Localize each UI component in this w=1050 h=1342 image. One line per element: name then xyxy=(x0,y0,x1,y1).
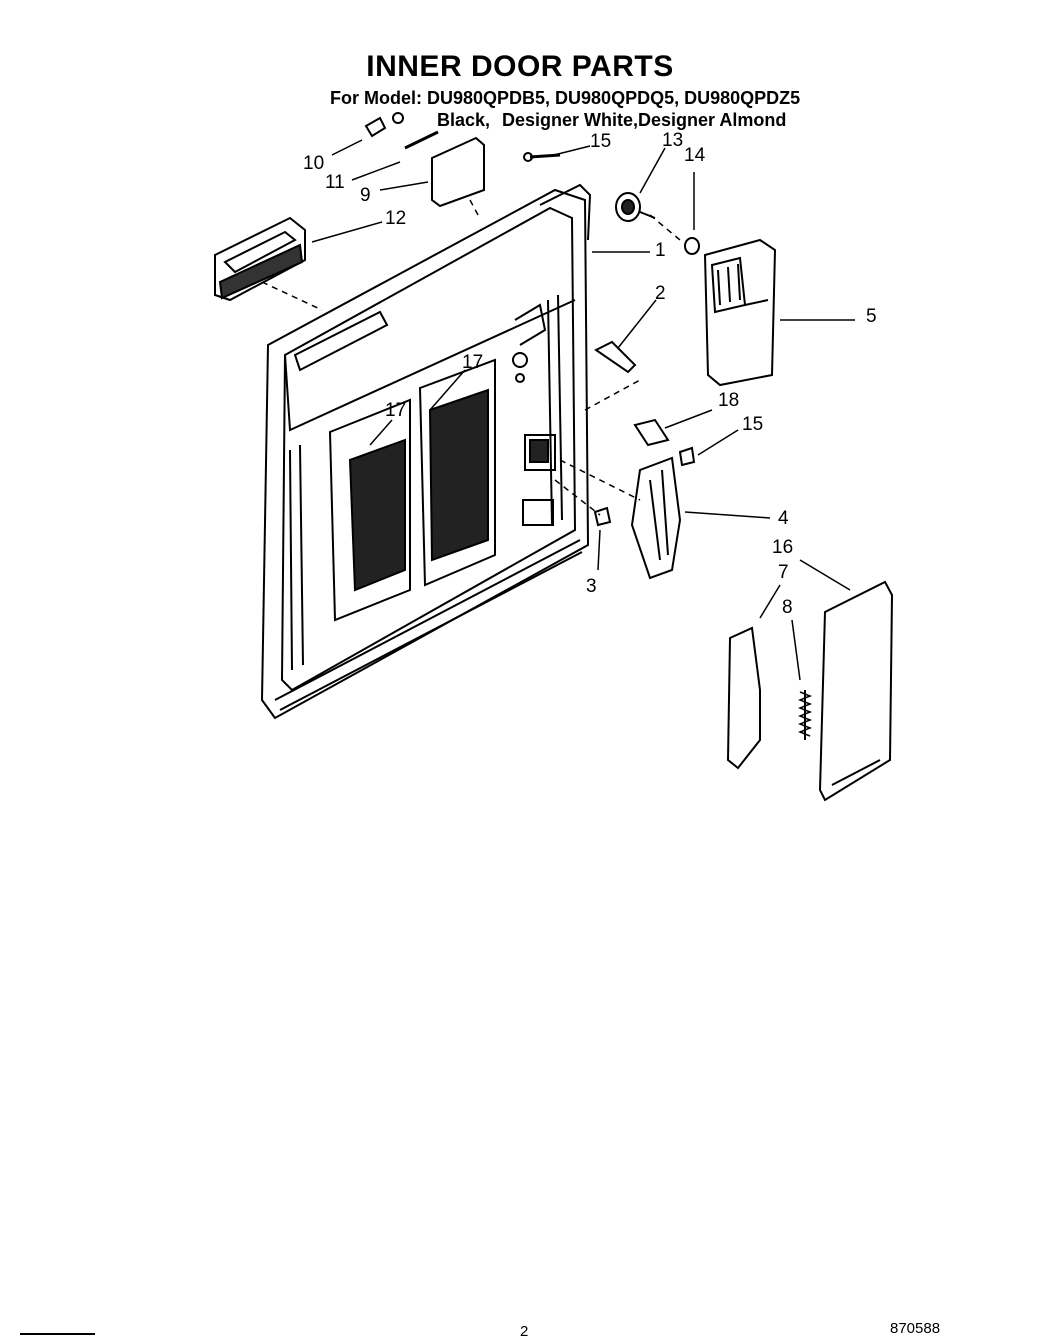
callout-13: 13 xyxy=(662,130,684,151)
variant-designer-white: Designer White, xyxy=(502,110,639,130)
callout-16: 16 xyxy=(772,537,794,558)
callout-1: 1 xyxy=(655,240,666,261)
callout-4: 4 xyxy=(778,508,789,529)
inner-door-panel xyxy=(260,183,592,720)
callout-11: 11 xyxy=(325,172,345,193)
part-10-nut xyxy=(392,112,404,124)
page-number: 2 xyxy=(520,1323,529,1340)
variant-designer-almond: Designer Almond xyxy=(638,110,787,130)
callout-18: 18 xyxy=(718,390,740,411)
part-2-bracket xyxy=(594,340,637,374)
callout-2: 2 xyxy=(655,283,666,304)
callout-15-lower: 15 xyxy=(742,414,764,435)
part-16-cover-plate xyxy=(818,580,894,802)
part-10-clip xyxy=(364,116,387,138)
model-line: For Model: DU980QPDB5, DU980QPDQ5, DU980… xyxy=(330,88,801,108)
callout-10: 10 xyxy=(303,153,325,174)
part-15-screw-lower xyxy=(678,446,696,467)
part-11-pin xyxy=(404,130,439,150)
assembly-dashed-lines xyxy=(261,199,681,516)
callout-3: 3 xyxy=(586,576,597,597)
callout-5: 5 xyxy=(866,306,877,327)
part-9-cover xyxy=(431,136,485,208)
part-3-nut xyxy=(593,506,612,527)
part-8-spring xyxy=(797,690,813,740)
part-7-slide xyxy=(726,626,761,770)
part-12-handle xyxy=(214,216,306,302)
part-4-latch xyxy=(630,456,682,580)
part-18-clip xyxy=(633,418,670,447)
page-title: INNER DOOR PARTS xyxy=(366,50,674,83)
variant-black: Black, xyxy=(437,110,491,130)
callout-9: 9 xyxy=(360,185,371,206)
part-5-housing xyxy=(703,238,777,387)
callout-17-left: 17 xyxy=(385,400,407,421)
callout-17-right: 17 xyxy=(462,352,484,373)
callout-12: 12 xyxy=(385,208,407,229)
callout-15-top: 15 xyxy=(590,131,612,152)
document-number: 870588 xyxy=(890,1320,941,1337)
part-13-knob xyxy=(615,192,656,222)
callout-leaders xyxy=(311,139,855,681)
callout-8: 8 xyxy=(782,597,793,618)
part-14-nut xyxy=(684,237,700,255)
callout-7: 7 xyxy=(778,562,789,583)
callout-14: 14 xyxy=(684,145,706,166)
